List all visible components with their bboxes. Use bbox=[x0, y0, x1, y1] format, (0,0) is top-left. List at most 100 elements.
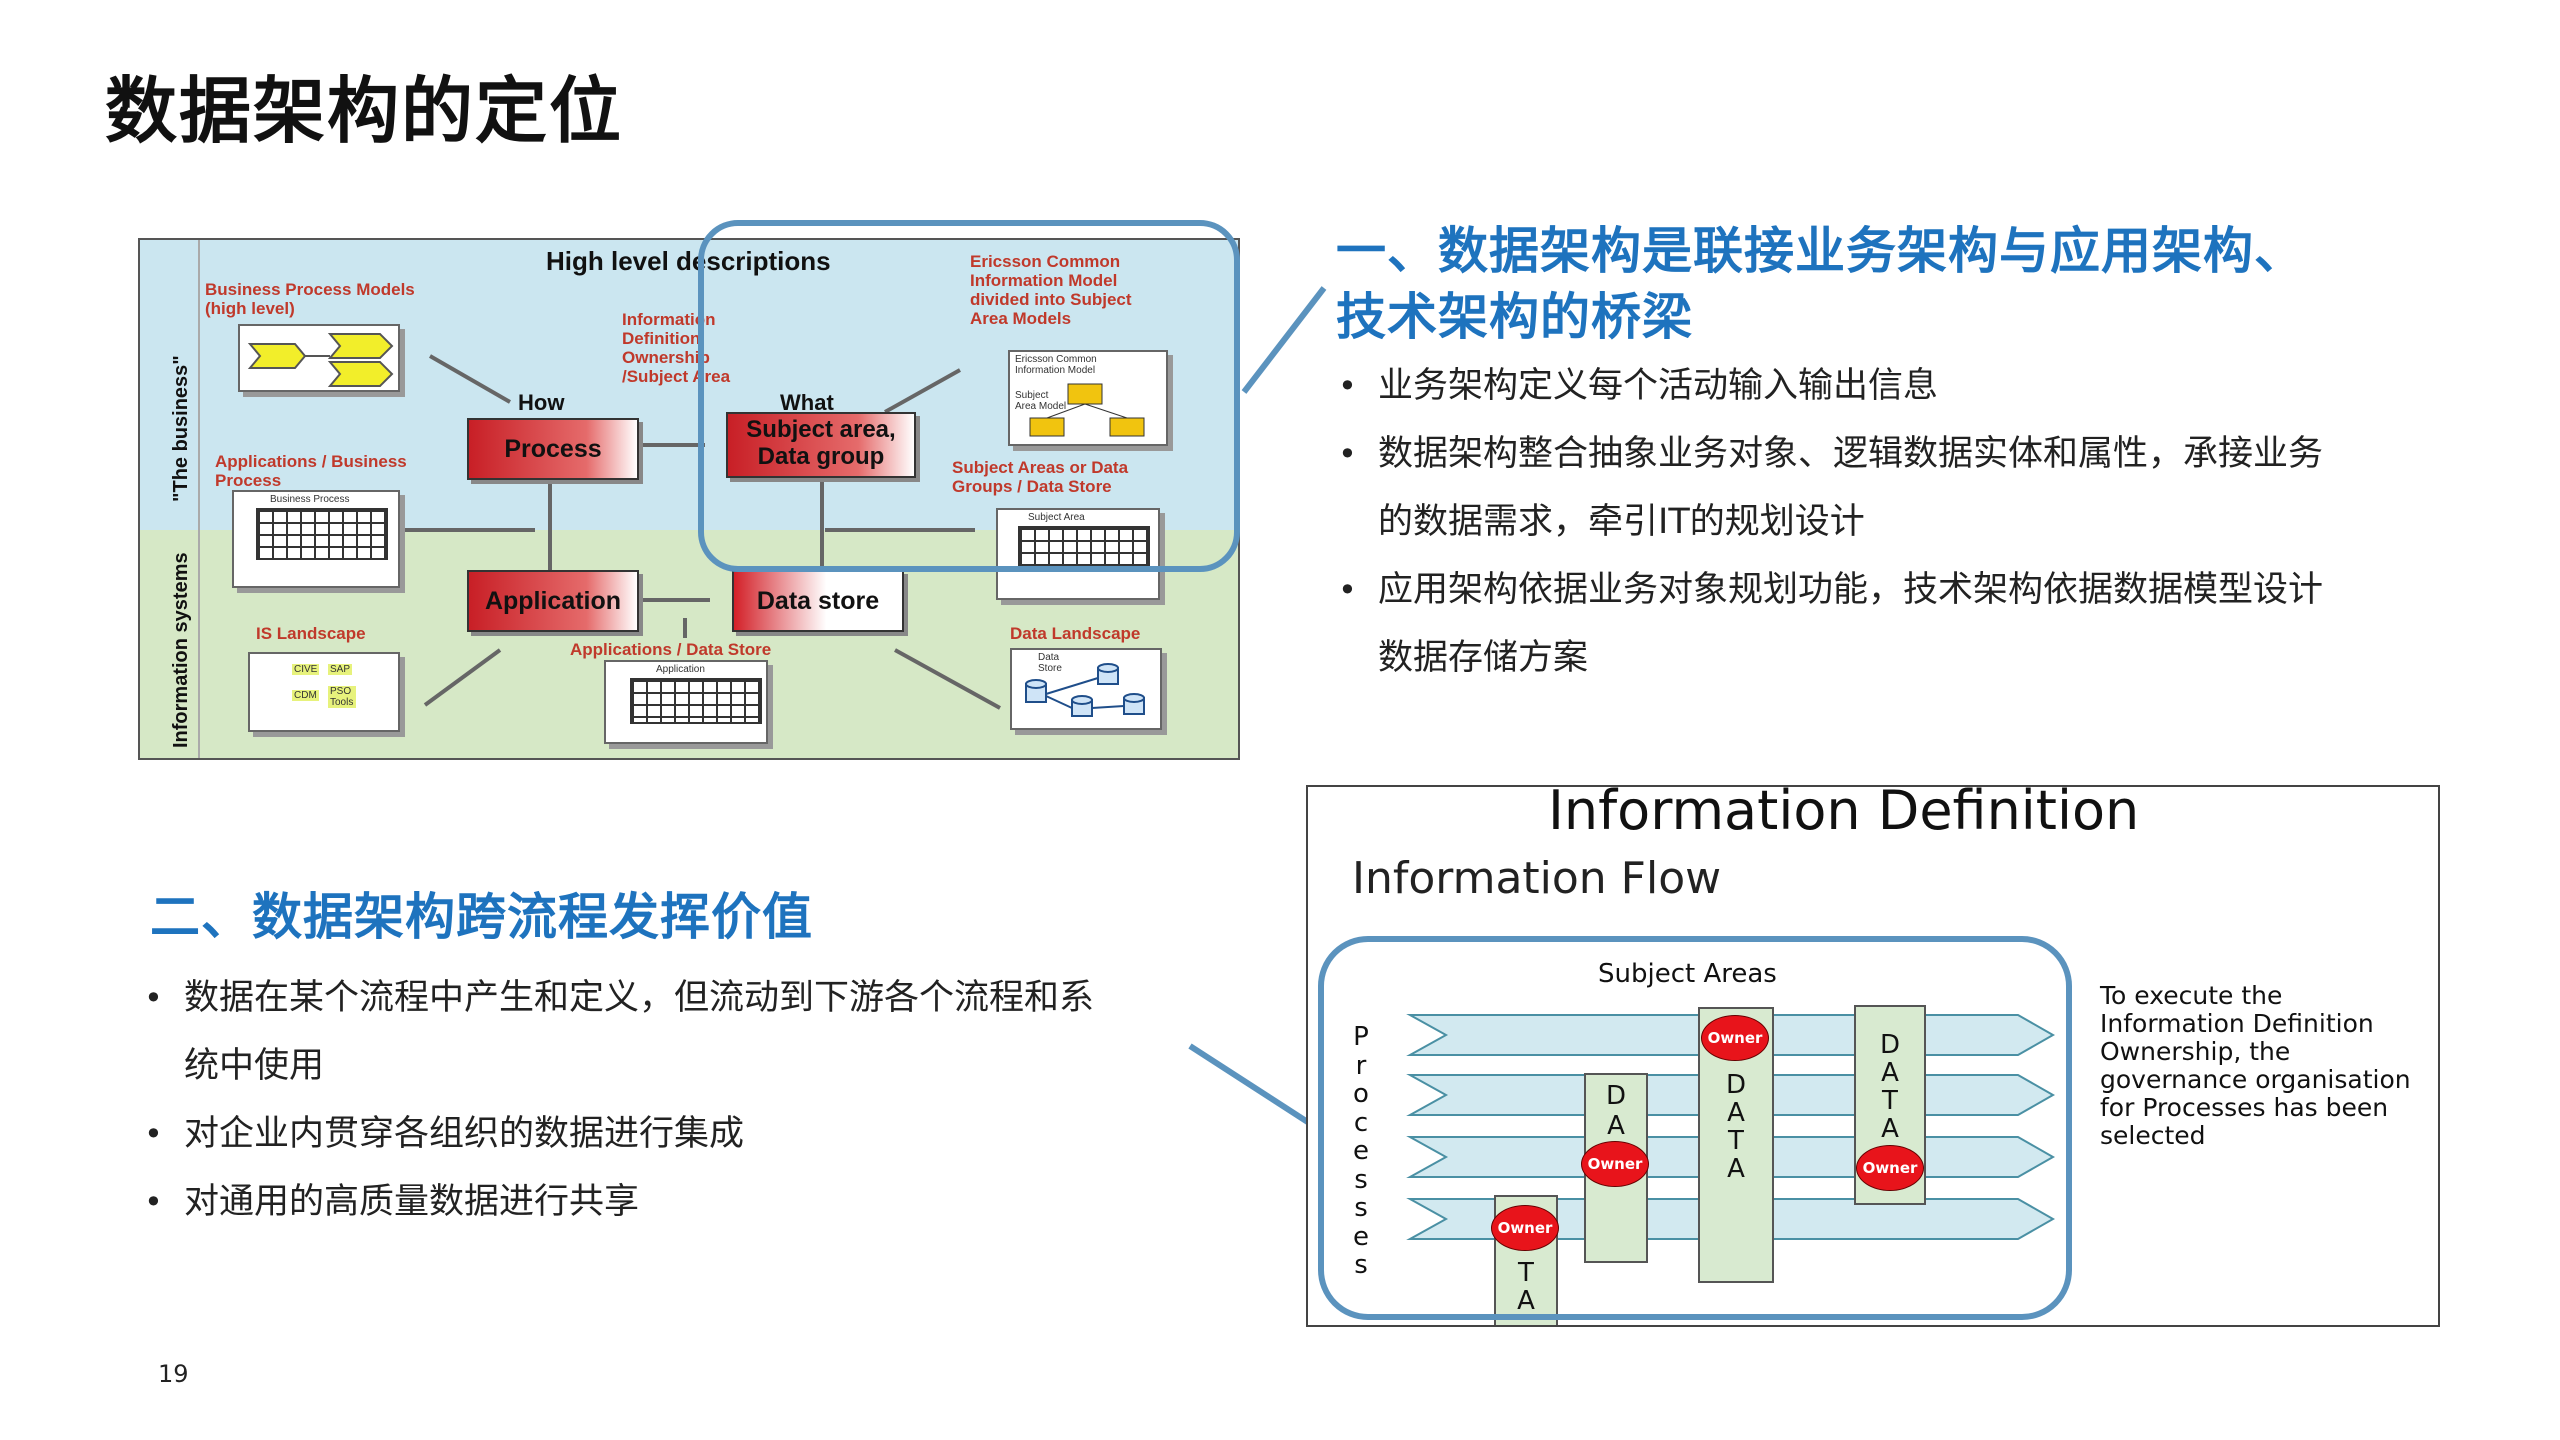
owner-badge: Owner bbox=[1491, 1205, 1559, 1251]
app-thumb-label: Application bbox=[656, 664, 705, 675]
section2-bullet-2: 对企业内贯穿各组织的数据进行集成 bbox=[142, 1100, 1094, 1168]
section2-bullet-3: 对通用的高质量数据进行共享 bbox=[142, 1168, 1094, 1236]
ecim-boxes-icon bbox=[1029, 383, 1145, 437]
app-ds-thumbnail: Application bbox=[604, 660, 768, 744]
app-ds-grid bbox=[630, 678, 762, 724]
what-label: What bbox=[780, 390, 834, 415]
section1-bullet-1: 业务架构定义每个活动输入输出信息 bbox=[1336, 352, 2323, 420]
is-thumb-sap: SAP bbox=[328, 664, 353, 675]
data-letter: A bbox=[1727, 1154, 1745, 1184]
ecim-thumb-sam: Subject Area Model bbox=[1015, 390, 1067, 412]
bpm-label-line2: (high level) bbox=[205, 299, 295, 318]
information-definition-title: Information Definition bbox=[1548, 785, 2140, 842]
how-label: How bbox=[518, 390, 565, 415]
is-landscape-label: IS Landscape bbox=[256, 624, 366, 643]
page-title: 数据架构的定位 bbox=[105, 69, 624, 153]
section1-bullet-2: 数据架构整合抽象业务对象、逻辑数据实体和属性，承接业务 bbox=[1336, 420, 2323, 488]
ericsson-model-label: Ericsson Common Information Model divide… bbox=[970, 252, 1132, 328]
data-letter: A bbox=[1517, 1286, 1535, 1316]
app-business-process-label: Applications / Business Process bbox=[215, 452, 407, 490]
owner-badge: Owner bbox=[1701, 1015, 1769, 1061]
data-letter: D bbox=[1725, 1070, 1747, 1100]
subject-area-thumbnail: Subject Area bbox=[996, 508, 1160, 600]
proc-letter: o bbox=[1353, 1079, 1369, 1109]
app-bp-line2: Process bbox=[215, 471, 282, 490]
subject-area-line2: Data group bbox=[757, 443, 885, 470]
subject-areas-label: Subject Areas bbox=[1598, 959, 1777, 989]
application-box: Application bbox=[467, 570, 639, 632]
data-architecture-diagram: "The business" Information systems High … bbox=[138, 238, 1240, 760]
owner-badge: Owner bbox=[1581, 1141, 1649, 1187]
dl-thumb-label: Data Store bbox=[1038, 652, 1062, 674]
section1-bullets: 业务架构定义每个活动输入输出信息 数据架构整合抽象业务对象、逻辑数据实体和属性，… bbox=[1336, 352, 2323, 692]
info-def-line3: Ownership bbox=[622, 348, 710, 367]
owner-badge: Owner bbox=[1856, 1145, 1924, 1191]
processes-vertical-label: P r o c e s s e s bbox=[1346, 1023, 1376, 1280]
callout-line-2 bbox=[1188, 1043, 1322, 1133]
proc-letter: r bbox=[1355, 1050, 1367, 1081]
highlight-information-flow bbox=[1318, 936, 2072, 1320]
information-definition-diagram: Information Definition Information Flow … bbox=[1306, 785, 2440, 1327]
process-box: Process bbox=[467, 418, 639, 480]
proc-letter: s bbox=[1354, 1164, 1368, 1195]
section2-heading: 二、数据架构跨流程发挥价值 bbox=[150, 888, 813, 946]
ecim-thumbnail: Ericsson Common Information Model Subjec… bbox=[1008, 350, 1168, 446]
sa-thumb-label: Subject Area bbox=[1028, 512, 1085, 523]
bpm-chevrons-icon bbox=[247, 333, 394, 387]
data-letter: T bbox=[1518, 1258, 1534, 1288]
is-thumb-pso: PSO Tools bbox=[328, 686, 356, 708]
data-letter: D bbox=[1605, 1081, 1627, 1111]
subject-area-line1: Subject area, bbox=[746, 416, 896, 443]
proc-letter: c bbox=[1353, 1107, 1369, 1138]
app-bp-line1: Applications / Business bbox=[215, 452, 407, 471]
app-data-store-label: Applications / Data Store bbox=[570, 640, 772, 659]
section2-bullet-1: 数据在某个流程中产生和定义，但流动到下游各个流程和系 bbox=[142, 964, 1094, 1032]
section1-heading-line1: 一、数据架构是联接业务架构与应用架构、 bbox=[1336, 222, 2305, 280]
bpm-label: Business Process Models (high level) bbox=[205, 280, 415, 318]
info-def-line2: Definition bbox=[622, 329, 701, 348]
bp-grid bbox=[256, 508, 388, 560]
section1-bullet-3: 应用架构依据业务对象规划功能，技术架构依据数据模型设计 bbox=[1336, 556, 2323, 624]
proc-letter: s bbox=[1354, 1193, 1368, 1223]
data-letter: D bbox=[1879, 1030, 1901, 1060]
data-landscape-label: Data Landscape bbox=[1010, 624, 1141, 643]
data-landscape-thumbnail: Data Store bbox=[1010, 648, 1162, 730]
bp-thumb-label: Business Process bbox=[270, 494, 350, 505]
data-letter: T bbox=[1882, 1086, 1898, 1116]
ericsson-line2: Information Model bbox=[970, 271, 1118, 290]
app-bp-thumbnail: Business Process bbox=[232, 490, 400, 588]
is-thumb-cdm: CDM bbox=[292, 690, 319, 701]
info-def-line1: Information bbox=[622, 310, 716, 329]
ericsson-line1: Ericsson Common bbox=[970, 252, 1121, 271]
sads-line1: Subject Areas or Data bbox=[952, 458, 1129, 477]
highlight-data-architecture bbox=[698, 220, 1240, 572]
data-store-box: Data store bbox=[732, 570, 904, 632]
sads-line2: Groups / Data Store bbox=[952, 477, 1112, 496]
database-cylinders-icon bbox=[1025, 663, 1145, 717]
section1-heading: 一、数据架构是联接业务架构与应用架构、 技术架构的桥梁 bbox=[1336, 218, 2305, 350]
proc-letter: e bbox=[1353, 1136, 1369, 1166]
ecim-thumb-line1: Ericsson Common bbox=[1015, 354, 1097, 365]
governance-note: To execute the Information Definition Ow… bbox=[2100, 981, 2411, 1150]
proc-letter: e bbox=[1353, 1221, 1369, 1252]
section2-bullet-1-cont: 统中使用 bbox=[184, 1046, 325, 1086]
data-letter: A bbox=[1881, 1114, 1899, 1144]
section1-heading-line2: 技术架构的桥梁 bbox=[1336, 288, 1693, 346]
layer-side-bar: "The business" Information systems bbox=[140, 240, 200, 758]
callout-line-1 bbox=[1241, 286, 1327, 394]
data-letter: A bbox=[1727, 1098, 1745, 1128]
section2-bullets: 数据在某个流程中产生和定义，但流动到下游各个流程和系 统中使用 对企业内贯穿各组… bbox=[142, 964, 1094, 1236]
bpm-thumbnail bbox=[238, 324, 400, 392]
is-thumb-cive: CIVE bbox=[292, 664, 320, 675]
proc-letter: P bbox=[1353, 1022, 1369, 1052]
section1-bullet-2-cont: 的数据需求，牵引IT的规划设计 bbox=[1378, 502, 1865, 542]
bpm-label-line1: Business Process Models bbox=[205, 280, 415, 299]
information-flow-subtitle: Information Flow bbox=[1352, 853, 1722, 904]
page-number: 19 bbox=[158, 1360, 189, 1388]
ecim-thumb-line2: Information Model bbox=[1015, 365, 1096, 376]
ericsson-line4: Area Models bbox=[970, 309, 1072, 328]
data-letter: T bbox=[1728, 1126, 1744, 1156]
data-letter: A bbox=[1881, 1058, 1899, 1088]
data-letter: A bbox=[1607, 1111, 1625, 1141]
is-landscape-thumbnail: CIVE SAP CDM PSO Tools bbox=[248, 652, 400, 732]
